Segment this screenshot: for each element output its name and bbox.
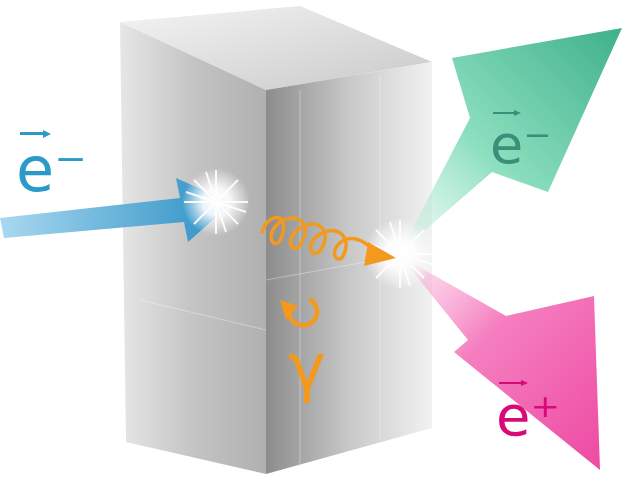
block-front [120,22,266,474]
electron-label-holder: e⁻ [16,128,87,201]
impact-flash [182,168,250,236]
helicity-arrowhead [280,300,298,320]
photon-label: γ [288,336,326,400]
electron-out-arrow [400,28,622,252]
electron-label-holder: e⁻ [490,108,552,172]
photon-arrowhead [364,242,396,266]
electron-label: e⁻ [490,108,552,172]
helicity-symbol [289,300,317,325]
photon-label-holder: γ [288,336,326,400]
positron-label-holder: e⁺ [496,378,560,444]
conversion-flash [364,218,436,290]
positron-label: e⁺ [496,378,560,444]
photon-coil [262,217,378,259]
positron-out-arrow [400,256,600,470]
electron-label: e⁻ [16,128,87,201]
